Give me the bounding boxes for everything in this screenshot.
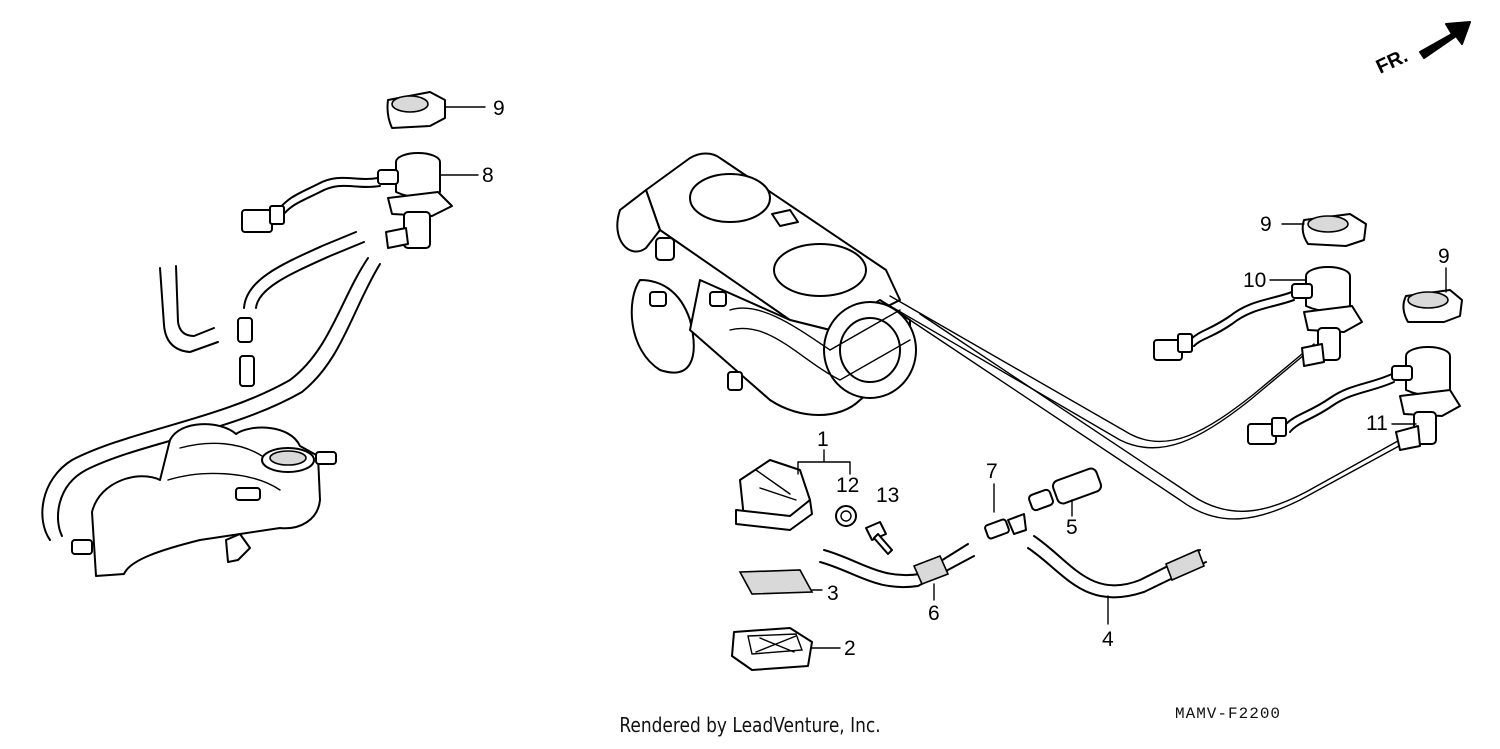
callout-8: 8 [482,164,494,187]
long-vacuum-lines [879,295,1415,520]
callout-7: 7 [986,460,998,483]
part-1-bracket-assembly [735,449,851,531]
part-9-clamp-right-upper [1281,213,1367,247]
front-direction-arrow-icon: FR. [1373,21,1471,79]
callout-9-right-lower: 9 [1438,245,1450,268]
left-vacuum-hoses [41,231,381,541]
part-3-pad [738,569,823,595]
part-2-holder [731,627,841,671]
callout-9-left: 9 [493,97,505,120]
callout-12: 12 [836,474,859,497]
part-4-hose [1027,535,1207,625]
callout-5: 5 [1066,516,1078,539]
callout-9-right-upper: 9 [1260,213,1272,236]
credit-text: Rendered by LeadVenture, Inc. [619,713,881,737]
part-6-hose [819,543,975,601]
callout-2: 2 [844,637,856,660]
part-13-bolt [865,521,893,555]
throttle-body-assembly [616,152,917,416]
part-8-solenoid-valve [241,152,479,249]
callout-6: 6 [928,602,940,625]
direction-label: FR. [1373,45,1411,79]
part-9-clamp-left [386,91,486,129]
callout-3: 3 [827,582,839,605]
callout-11: 11 [1366,412,1388,435]
part-7-joint [984,483,1027,540]
part-9-clamp-right-lower [1402,267,1463,323]
part-10-solenoid-valve [1153,266,1363,367]
part-11-solenoid-valve [1247,346,1461,451]
part-12-grommet [835,505,857,527]
intake-manifold [71,423,337,577]
callout-10: 10 [1243,269,1266,292]
callout-1: 1 [817,428,829,451]
drawing-code: MAMV-F2200 [1175,705,1282,723]
part-5-hose-joint [1028,467,1103,517]
callout-13: 13 [876,484,899,507]
callout-4: 4 [1102,628,1114,651]
